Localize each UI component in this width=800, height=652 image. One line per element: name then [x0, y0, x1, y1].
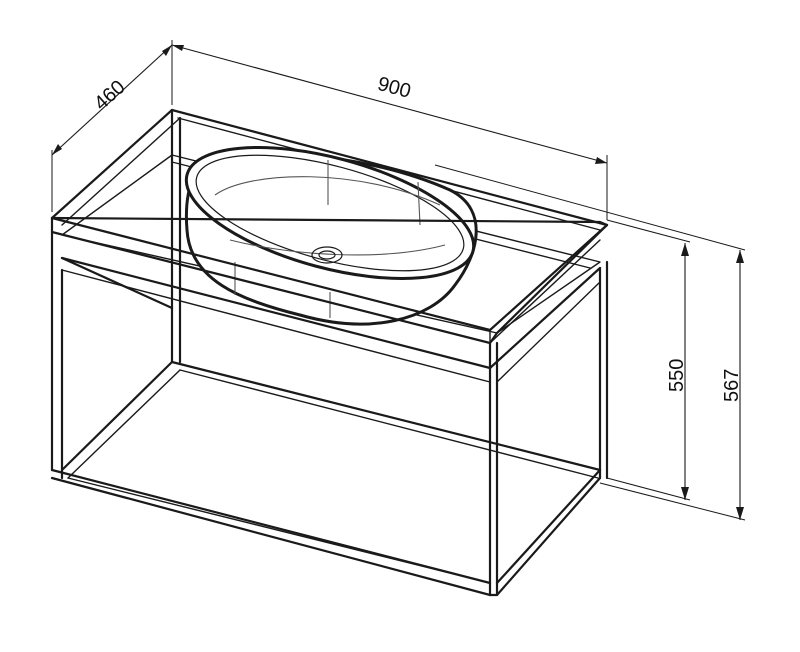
drain-inner [318, 250, 336, 260]
dimension-lines [51, 40, 746, 521]
drain-outer [311, 246, 343, 264]
dim-height-total-label: 567 [721, 369, 743, 402]
dim-width-label: 900 [375, 73, 413, 103]
frame-back [50, 108, 609, 480]
basin [184, 146, 478, 326]
frame-front [50, 216, 609, 597]
dim-height-inner-label: 550 [666, 359, 688, 392]
dim-depth-label: 460 [90, 76, 130, 115]
